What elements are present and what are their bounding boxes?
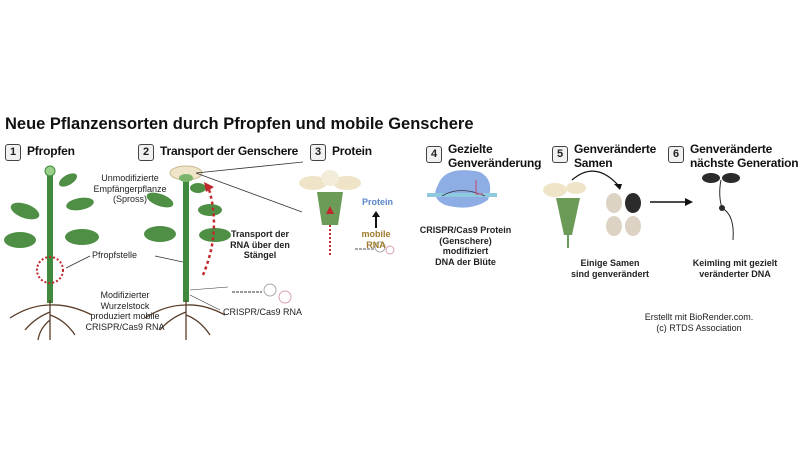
step-label: Pfropfen (27, 144, 75, 158)
step-number: 1 (5, 144, 21, 161)
step-number: 5 (552, 146, 568, 163)
seedling (702, 173, 740, 241)
footer-credit: Erstellt mit BioRender.com.(c) RTDS Asso… (644, 312, 754, 333)
step-label-line1: Genveränderte (690, 142, 773, 156)
grafted-plant-2 (144, 161, 304, 340)
flower-detail (299, 170, 395, 255)
cas9-label: CRISPR/Cas9 Protein(Genschere) modifizie… (419, 225, 512, 267)
cas9-protein-dna (427, 170, 497, 208)
grafted-plant-1 (4, 165, 99, 341)
step-label-line1: Gezielte (448, 142, 493, 156)
step-label-line1: Genveränderte (574, 142, 657, 156)
step-label: Protein (332, 144, 372, 158)
flower-seeds (543, 170, 693, 248)
step-number: 2 (138, 144, 154, 161)
step-number: 4 (426, 146, 442, 163)
step-1-header: 1 Pfropfen (5, 144, 75, 161)
step-label-line2: nächste Generation (690, 156, 799, 170)
step-label-line2: Genveränderung (448, 156, 542, 170)
step-number: 6 (668, 146, 684, 163)
graft-label: Pfropfstelle (92, 250, 138, 260)
crispr-rna-label: CRISPR/Cas9 RNA (223, 307, 303, 317)
step-label-line2: Samen (574, 156, 613, 170)
step-number: 3 (310, 144, 326, 161)
step-3-header: 3 Protein (310, 144, 372, 161)
protein-label: Protein (362, 197, 394, 207)
step-2-header: 2 Transport der Genschere (138, 144, 298, 161)
diagram-title: Neue Pflanzensorten durch Pfropfen und m… (5, 115, 474, 133)
step-label: Transport der Genschere (160, 144, 299, 158)
